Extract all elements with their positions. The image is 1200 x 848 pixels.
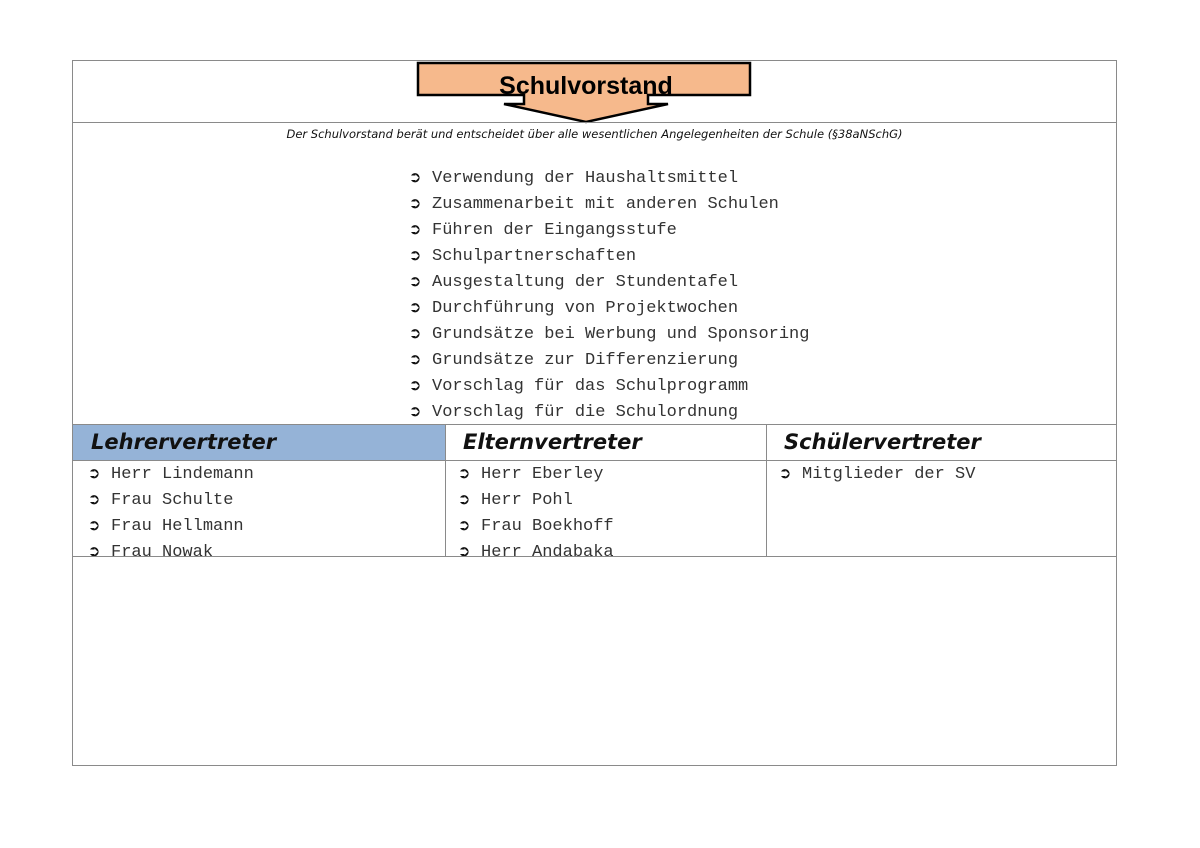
list-item-label: Schulpartnerschaften (432, 247, 637, 266)
list-item-label: Frau Boekhoff (481, 517, 614, 536)
list-item-label: Frau Hellmann (111, 517, 244, 536)
list-item: ➲ Verwendung der Haushaltsmittel (408, 165, 809, 191)
arrow-right-bullet-icon: ➲ (457, 542, 471, 560)
arrow-right-bullet-icon: ➲ (408, 220, 422, 238)
elternvertreter-list: ➲ Herr Eberley ➲ Herr Pohl ➲ Frau Boekhoff ➲ He… (457, 461, 614, 565)
list-item-label: Herr Andabaka (481, 543, 614, 562)
list-item: ➲ Durchführung von Projektwochen (408, 295, 809, 321)
list-item-label: Frau Nowak (111, 543, 214, 562)
arrow-right-bullet-icon: ➲ (408, 402, 422, 420)
arrow-right-bullet-icon: ➲ (457, 490, 471, 508)
column-heading-elternvertreter: Elternvertreter (463, 430, 642, 454)
arrow-right-bullet-icon: ➲ (408, 246, 422, 264)
list-item: ➲ Ausgestaltung der Stundentafel (408, 269, 809, 295)
page-title: Schulvorstand (499, 72, 673, 100)
list-item: ➲ Frau Schulte (87, 487, 254, 513)
arrow-right-bullet-icon: ➲ (87, 516, 101, 534)
arrow-right-bullet-icon: ➲ (408, 194, 422, 212)
arrow-right-bullet-icon: ➲ (87, 464, 101, 482)
column-heading-schuelervertreter: Schülervertreter (784, 430, 981, 454)
list-item: ➲ Grundsätze zur Differenzierung (408, 347, 809, 373)
column-divider (766, 424, 767, 557)
list-item: ➲ Herr Andabaka (457, 539, 614, 565)
list-item-label: Vorschlag für das Schulprogramm (432, 377, 749, 396)
divider (73, 556, 1116, 557)
divider (73, 424, 1116, 425)
arrow-right-bullet-icon: ➲ (408, 350, 422, 368)
list-item-label: Durchführung von Projektwochen (432, 299, 739, 318)
schuelervertreter-list: ➲ Mitglieder der SV (778, 461, 976, 487)
schulvorstand-table: Schulvorstand Der Schulvorstand berät un… (72, 60, 1117, 766)
column-divider (445, 424, 446, 557)
list-item-label: Herr Pohl (481, 491, 573, 510)
arrow-right-bullet-icon: ➲ (87, 542, 101, 560)
list-item-label: Mitglieder der SV (802, 465, 976, 484)
list-item-label: Frau Schulte (111, 491, 234, 510)
subtitle: Der Schulvorstand berät und entscheidet … (286, 127, 903, 141)
list-item: ➲ Vorschlag für das Schulprogramm (408, 373, 809, 399)
task-list: ➲ Verwendung der Haushaltsmittel ➲ Zusammen… (408, 165, 810, 425)
list-item-label: Grundsätze bei Werbung und Sponsoring (432, 325, 810, 344)
list-item-label: Herr Lindemann (111, 465, 254, 484)
divider (73, 122, 1116, 123)
arrow-right-bullet-icon: ➲ (457, 516, 471, 534)
list-item: ➲ Zusammenarbeit mit anderen Schulen (408, 191, 809, 217)
arrow-right-bullet-icon: ➲ (408, 376, 422, 394)
list-item: ➲ Frau Hellmann (87, 513, 254, 539)
arrow-right-bullet-icon: ➲ (778, 464, 792, 482)
list-item-label: Zusammenarbeit mit anderen Schulen (432, 195, 779, 214)
list-item: ➲ Frau Nowak (87, 539, 254, 565)
arrow-right-bullet-icon: ➲ (87, 490, 101, 508)
arrow-right-bullet-icon: ➲ (408, 324, 422, 342)
list-item-label: Grundsätze zur Differenzierung (432, 351, 739, 370)
arrow-right-bullet-icon: ➲ (408, 168, 422, 186)
list-item-label: Führen der Eingangsstufe (432, 221, 677, 240)
list-item: ➲ Schulpartnerschaften (408, 243, 809, 269)
arrow-right-bullet-icon: ➲ (408, 272, 422, 290)
arrow-right-bullet-icon: ➲ (408, 298, 422, 316)
lehrervertreter-list: ➲ Herr Lindemann ➲ Frau Schulte ➲ Frau Hellma… (87, 461, 254, 565)
list-item: ➲ Grundsätze bei Werbung und Sponsoring (408, 321, 810, 347)
list-item: ➲ Frau Boekhoff (457, 513, 614, 539)
list-item: ➲ Führen der Eingangsstufe (408, 217, 809, 243)
list-item: ➲ Herr Lindemann (87, 461, 254, 487)
list-item-label: Vorschlag für die Schulordnung (432, 403, 739, 422)
list-item-label: Ausgestaltung der Stundentafel (432, 273, 739, 292)
divider (73, 460, 1116, 461)
list-item: ➲ Herr Eberley (457, 461, 614, 487)
list-item-label: Verwendung der Haushaltsmittel (432, 169, 739, 188)
list-item: ➲ Herr Pohl (457, 487, 614, 513)
list-item-label: Herr Eberley (481, 465, 604, 484)
arrow-right-bullet-icon: ➲ (457, 464, 471, 482)
list-item: ➲ Vorschlag für die Schulordnung (408, 399, 809, 425)
column-heading-lehrervertreter: Lehrervertreter (73, 425, 445, 460)
title-arrow-box (416, 61, 752, 124)
list-item: ➲ Mitglieder der SV (778, 461, 976, 487)
